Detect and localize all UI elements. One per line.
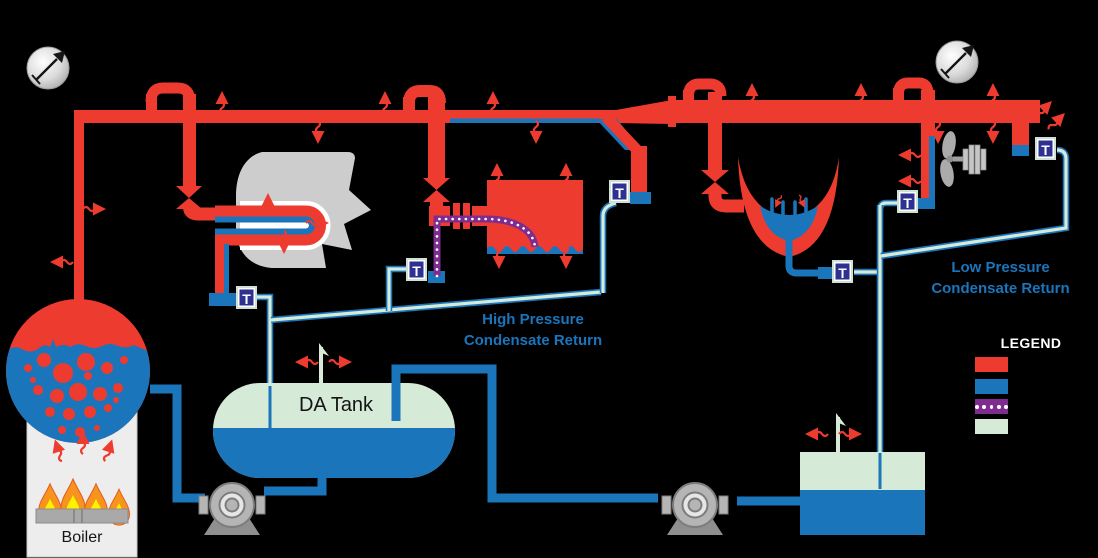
lp-return-line — [854, 146, 1070, 493]
legend-swatch — [975, 379, 1008, 394]
trap-pot-6 — [1012, 145, 1029, 156]
heat-exchanger-2-crescent — [738, 157, 839, 279]
legend-title: LEGEND — [1000, 335, 1062, 351]
boiler-feed-pump — [198, 482, 266, 536]
steam-trap: T — [832, 260, 853, 283]
legend-swatch — [975, 357, 1008, 372]
valve-2 — [423, 178, 450, 190]
legend-swatch — [975, 419, 1008, 434]
trap-pot-4 — [818, 267, 834, 279]
condensate-receiver-tank — [800, 452, 925, 535]
steam-main — [74, 96, 1040, 306]
heat-loss-arrows — [47, 81, 1071, 465]
drip-leg-mid — [596, 113, 651, 204]
flash-steam-line — [428, 215, 539, 283]
steam-trap: T — [897, 190, 918, 213]
steam-bubbles — [24, 353, 128, 437]
da-tank-vent — [319, 343, 329, 385]
drip-leg-end — [1012, 121, 1029, 156]
steam-trap: T — [609, 180, 630, 203]
pressure-gauge-right — [934, 39, 980, 85]
steam-trap: T — [236, 286, 257, 309]
heat-exchanger-1-vessel — [209, 152, 371, 306]
boiler-drum — [6, 299, 150, 443]
pressure-gauge-left — [25, 45, 71, 91]
branch-heat-exchanger-1 — [145, 82, 220, 221]
valve-3 — [701, 170, 729, 182]
fan-icon — [940, 131, 987, 187]
feedwater-lines — [150, 364, 800, 506]
da-tank — [213, 383, 455, 478]
branch-heat-exchanger-2 — [683, 78, 744, 213]
trap-pot-1 — [209, 293, 238, 306]
trap-pot-2 — [630, 192, 651, 204]
condensate-pump — [661, 482, 729, 536]
receiver-vent — [836, 413, 846, 454]
valve-1 — [176, 186, 202, 198]
unit-heater-branch — [893, 77, 987, 209]
steam-trap: T — [1035, 137, 1056, 160]
trap-pot-5 — [918, 198, 935, 209]
steam-trap: T — [406, 258, 427, 281]
burner-bar — [35, 508, 129, 524]
legend-swatch — [975, 399, 1008, 414]
